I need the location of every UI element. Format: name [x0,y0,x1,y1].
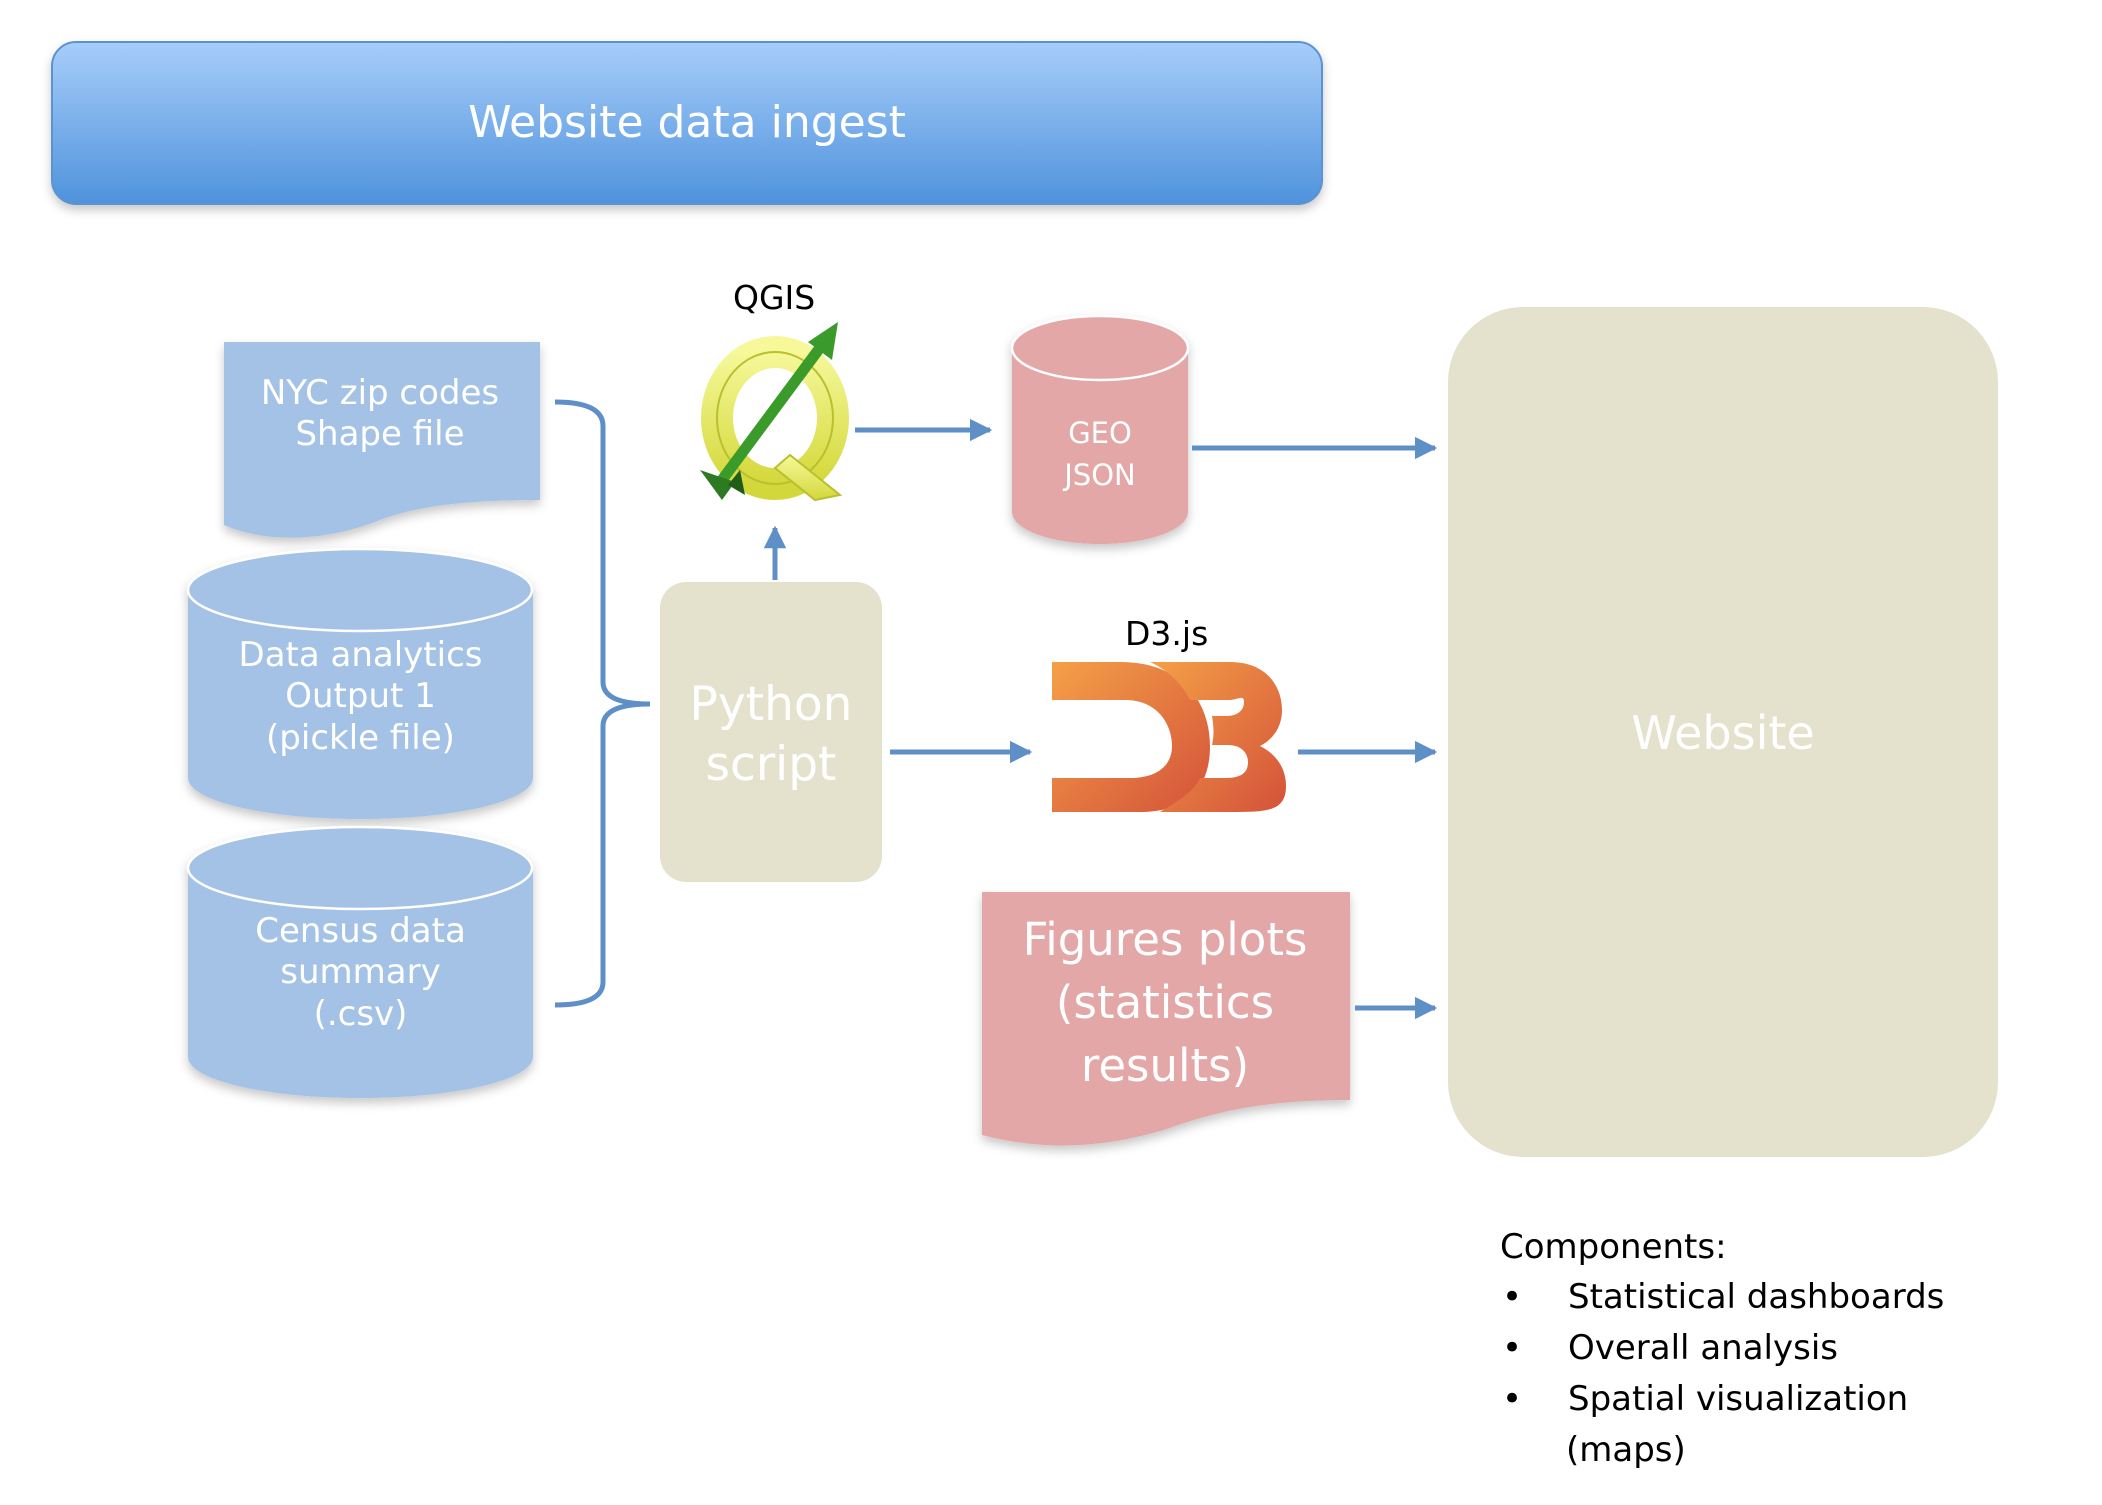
figures-label: Figures plots (statistics results) [1022,913,1308,1092]
bullet-icon: • [1502,1379,1523,1419]
list-item-label: Statistical dashboards [1568,1277,1945,1317]
python-script-label: Python script [689,677,853,793]
components-list: Components: • Statistical dashboards • O… [1500,1222,1944,1475]
d3-logo-icon [1052,662,1286,812]
list-item: • Spatial visualization [1500,1374,1944,1425]
list-item-label: Overall analysis [1568,1328,1838,1368]
title-banner [51,41,1323,205]
qgis-label: QGIS [733,278,816,317]
census-label: Census data summary (.csv) [255,911,466,1034]
list-item: • Statistical dashboards [1500,1272,1944,1323]
diagram-title: Website data ingest [468,97,906,149]
bullet-icon: • [1502,1328,1523,1368]
list-item-label: Spatial visualization [1568,1379,1909,1419]
figures-document [982,892,1350,1146]
geojson-label: GEO JSON [1064,416,1136,493]
geojson-database [1010,314,1190,544]
python-script-box [660,582,882,882]
components-heading: Components: [1500,1227,1727,1267]
website-label: Website [1631,706,1815,760]
d3-label: D3.js [1125,614,1209,653]
website-box [1448,307,1998,1157]
list-item-continuation: (maps) [1566,1430,1686,1470]
analytics-label: Data analytics Output 1 (pickle file) [238,635,483,758]
list-item: • Overall analysis [1500,1323,1944,1374]
nyc-shapefile-label: NYC zip codes Shape file [260,373,500,455]
bullet-icon: • [1502,1277,1523,1317]
nyc-shapefile-document [224,342,540,538]
analytics-database [186,547,534,820]
source-bracket [554,399,651,1008]
qgis-logo-icon [700,322,849,502]
census-database [186,825,534,1099]
